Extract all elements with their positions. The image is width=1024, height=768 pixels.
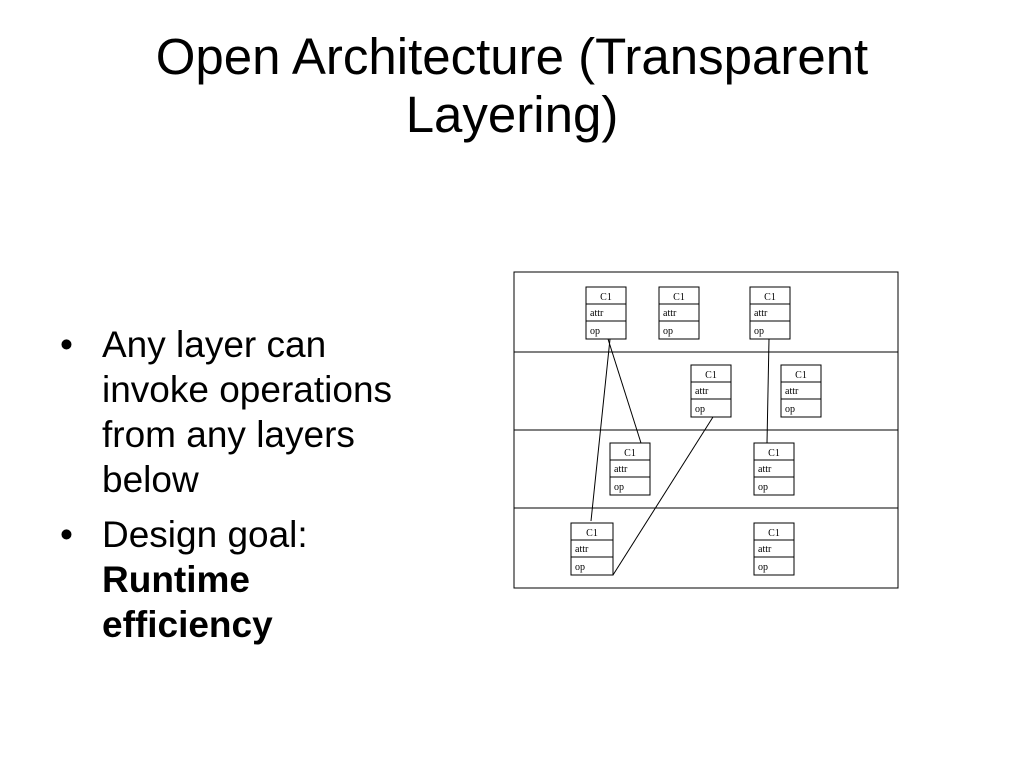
dependency-line [766, 338, 770, 444]
class-name: C1 [705, 370, 717, 381]
class-name: C1 [600, 292, 612, 303]
class-box: C1 attr op [753, 522, 795, 576]
bullet-2-bold-line-2: efficiency [102, 604, 273, 645]
class-box: C1 attr op [609, 442, 651, 496]
class-attr: attr [754, 308, 768, 319]
class-name: C1 [624, 448, 636, 459]
bullet-dot: • [60, 514, 73, 555]
class-box-frame [570, 522, 614, 576]
dependency-line [612, 416, 714, 576]
class-box: C1 attr op [749, 286, 791, 340]
class-op: op [758, 482, 768, 493]
bullet-item-2: • Design goal: Runtime efficiency [58, 512, 478, 647]
class-box-frame [753, 522, 795, 576]
class-box: C1 attr op [570, 522, 614, 576]
bullet-2-bold-line-1: Runtime [102, 559, 250, 600]
class-op: op [695, 404, 705, 415]
bullet-1-line-1: Any layer can [102, 324, 327, 365]
class-box: C1 attr op [658, 286, 700, 340]
bullet-list: • Any layer can invoke operations from a… [58, 322, 478, 657]
class-box: C1 attr op [690, 364, 732, 418]
class-box-frame [753, 442, 795, 496]
layer-diagram: C1 attr op C1 attr op C1 attr op C1 attr… [513, 271, 899, 589]
class-box-frame [658, 286, 700, 340]
class-op: op [575, 562, 585, 573]
bullet-1-line-2: invoke operations [102, 369, 393, 410]
bullet-item-1: • Any layer can invoke operations from a… [58, 322, 478, 502]
dependency-line [607, 338, 642, 444]
class-box: C1 attr op [780, 364, 822, 418]
class-op: op [785, 404, 795, 415]
class-name: C1 [768, 448, 780, 459]
class-box-frame [609, 442, 651, 496]
title-line-1: Open Architecture (Transparent [155, 28, 869, 85]
title-line-2: Layering) [405, 86, 619, 143]
bullet-1-line-3: from any layers [102, 414, 355, 455]
class-box-frame [690, 364, 732, 418]
slide-title: Open Architecture (Transparent Layering) [0, 28, 1024, 144]
class-name: C1 [673, 292, 685, 303]
class-attr: attr [575, 544, 589, 555]
class-attr: attr [614, 464, 628, 475]
class-op: op [590, 326, 600, 337]
class-attr: attr [785, 386, 799, 397]
class-name: C1 [764, 292, 776, 303]
class-op: op [754, 326, 764, 337]
class-attr: attr [663, 308, 677, 319]
bullet-1-line-4: below [102, 459, 199, 500]
bullet-dot: • [60, 324, 73, 365]
class-name: C1 [768, 528, 780, 539]
class-attr: attr [758, 544, 772, 555]
dependency-line [590, 338, 611, 522]
class-name: C1 [586, 528, 598, 539]
class-op: op [758, 562, 768, 573]
class-box-frame [780, 364, 822, 418]
bullet-2-line-1: Design goal: [102, 514, 308, 555]
class-op: op [663, 326, 673, 337]
class-box: C1 attr op [585, 286, 627, 340]
class-op: op [614, 482, 624, 493]
class-attr: attr [590, 308, 604, 319]
class-attr: attr [695, 386, 709, 397]
class-box-frame [749, 286, 791, 340]
class-box: C1 attr op [753, 442, 795, 496]
class-box-frame [585, 286, 627, 340]
dependency-lines [590, 338, 770, 576]
class-name: C1 [795, 370, 807, 381]
class-attr: attr [758, 464, 772, 475]
